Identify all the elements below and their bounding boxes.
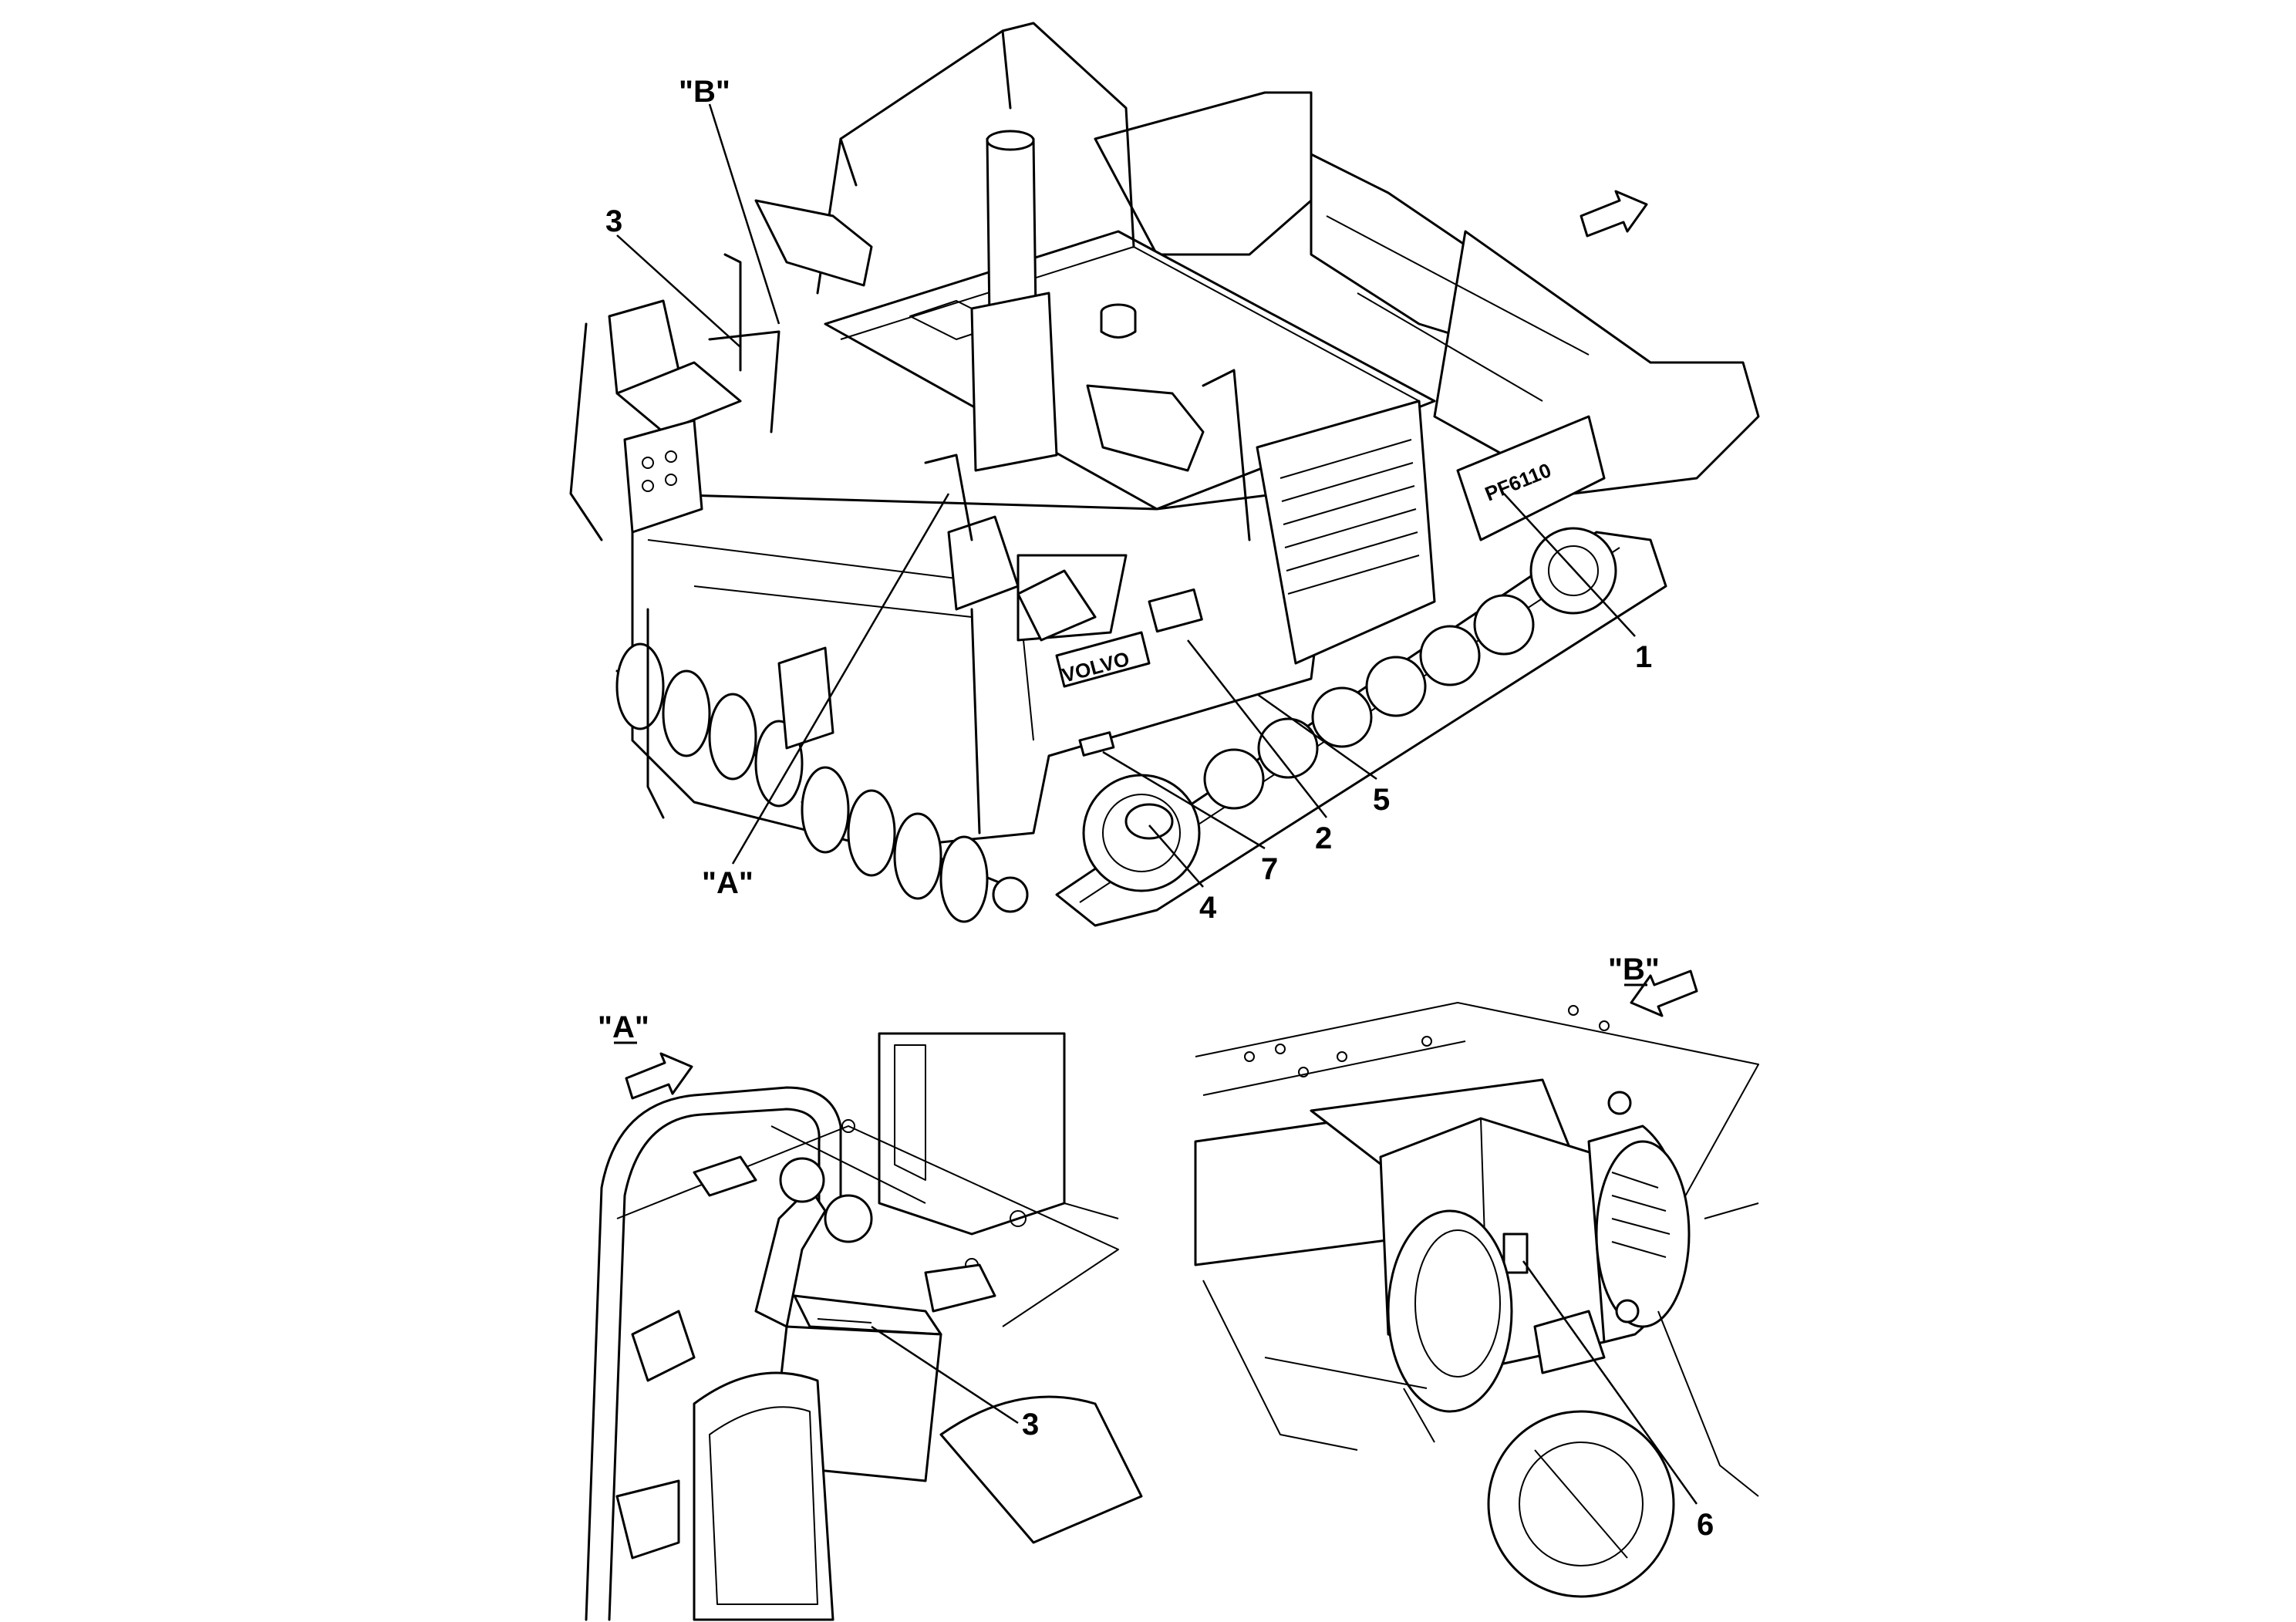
view-b-direction-arrow	[1630, 969, 1698, 1017]
view-ref-a-main: "A"	[702, 866, 754, 900]
view-ref-b-main: "B"	[679, 75, 730, 109]
paver-main-view: PF6110	[569, 22, 1760, 927]
callout-7: 7	[1261, 852, 1278, 886]
detail-view-a	[585, 1032, 1143, 1621]
view-ref-a-detail: "A"	[598, 1010, 649, 1044]
callout-labels: 1 2 3 4 5 6 7 3	[605, 204, 1714, 1542]
cooling-slots	[1611, 1172, 1671, 1258]
view-a-direction-arrow	[625, 1052, 693, 1100]
view-ref-b-detail: "B"	[1608, 953, 1660, 986]
view-reference-labels: "B" "A" "A" "B"	[598, 75, 1660, 1044]
callout-6: 6	[1697, 1508, 1714, 1542]
handrail	[816, 22, 1135, 295]
detail-view-b	[1194, 969, 1759, 1598]
callout-4: 4	[1199, 891, 1217, 925]
augers	[615, 642, 1029, 923]
travel-direction-arrow	[1580, 190, 1648, 238]
callout-5: 5	[1373, 783, 1390, 817]
callout-3-detail: 3	[1022, 1408, 1039, 1442]
callout-1: 1	[1635, 640, 1652, 674]
callout-3: 3	[605, 204, 622, 238]
leader-lines	[616, 103, 1698, 1505]
grille-slots	[1279, 439, 1420, 595]
callout-2: 2	[1315, 821, 1332, 855]
left-operator-station	[569, 253, 781, 541]
label-plate-6	[1502, 1233, 1529, 1274]
